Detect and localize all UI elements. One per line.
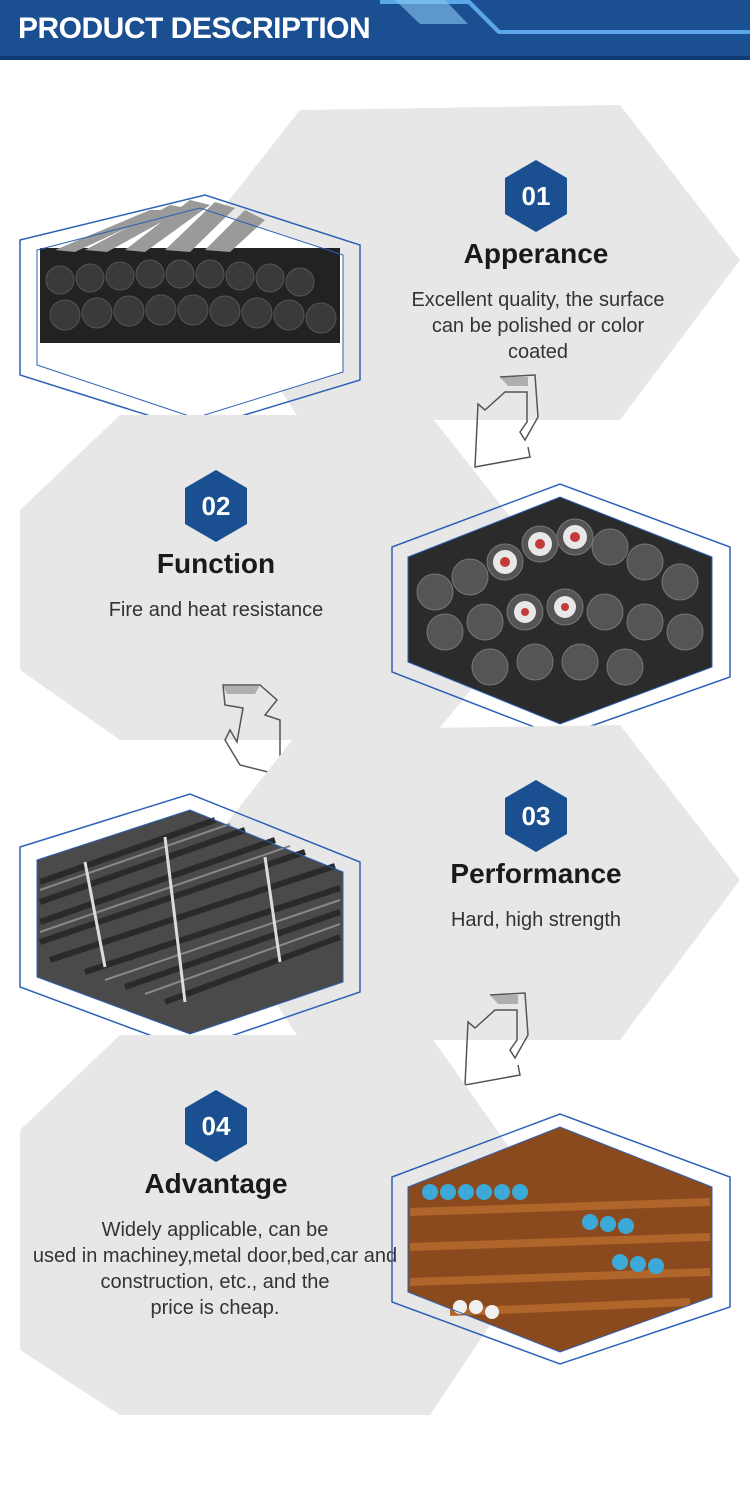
item-title: Performance <box>450 858 622 889</box>
badge-01: 01 <box>505 160 567 232</box>
section-function: 02 Function Fire and heat resistance <box>0 410 750 776</box>
badge-04: 04 <box>185 1090 247 1162</box>
hexagon-badge-icon <box>505 160 567 232</box>
section-background-hexagon <box>20 1035 560 1415</box>
description-line: Excellent quality, the surface <box>411 289 665 311</box>
description-line: construction, etc., and the <box>100 1271 330 1293</box>
item-description: Hard, high strength <box>366 907 706 933</box>
description-line: Widely applicable, can be <box>101 1219 329 1241</box>
header-decoration <box>0 0 750 60</box>
badge-number: 02 <box>201 490 231 521</box>
page-title: PRODUCT DESCRIPTION <box>18 12 371 45</box>
badge-number: 04 <box>201 1110 231 1141</box>
section-performance: 03 Performance Hard, high strength <box>0 720 750 1086</box>
badge-02: 02 <box>185 470 247 542</box>
item-description: Excellent quality, the surface can be po… <box>368 287 708 365</box>
item-title: Apperance <box>463 238 609 269</box>
hexagon-badge-icon <box>185 470 247 542</box>
steel-bars-photo-2 <box>391 483 731 737</box>
section-advantage: 04 Advantage Widely applicable, can be u… <box>0 1030 750 1430</box>
description-line: can be polished or color <box>431 315 645 337</box>
item-description: Fire and heat resistance <box>46 597 386 623</box>
header-banner: PRODUCT DESCRIPTION <box>0 0 750 60</box>
item-title: Function <box>156 548 276 579</box>
description-line: Fire and heat resistance <box>108 599 324 621</box>
curved-arrow-icon <box>474 374 539 468</box>
badge-number: 01 <box>521 180 551 211</box>
badge-number: 03 <box>521 800 551 831</box>
section-apperance: 01 Apperance Excellent quality, the surf… <box>0 100 750 468</box>
steel-bars-photo-3 <box>19 793 361 1051</box>
item-description: Widely applicable, can be used in machin… <box>10 1217 420 1321</box>
badge-03: 03 <box>505 780 567 852</box>
description-line: coated <box>507 341 569 363</box>
description-line: price is cheap. <box>150 1297 280 1319</box>
description-line: Hard, high strength <box>450 909 622 931</box>
hexagon-badge-icon <box>185 1090 247 1162</box>
item-title: Advantage <box>144 1168 288 1199</box>
steel-bars-photo-1 <box>19 194 361 431</box>
hexagon-badge-icon <box>505 780 567 852</box>
curved-arrow-icon <box>222 684 281 776</box>
steel-bars-photo-4 <box>391 1113 731 1365</box>
description-line: used in machiney,metal door,bed,car and <box>32 1245 398 1267</box>
